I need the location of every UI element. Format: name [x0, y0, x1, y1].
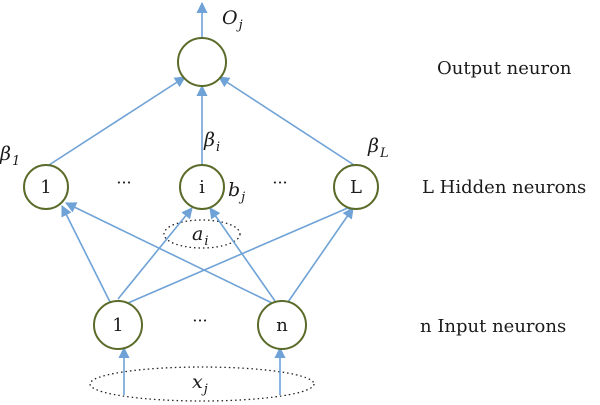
input-ellipsis: ···	[192, 311, 207, 330]
hidden-ellipsis-left: ···	[116, 173, 131, 192]
hidden-neuron-L	[333, 164, 379, 210]
edge-input1-hiddeni	[117, 207, 193, 300]
hidden-neuron-i	[179, 164, 225, 210]
output-label-oj: Oj	[222, 7, 243, 33]
beta-1-label: β1	[0, 143, 20, 169]
hidden-neuron-1	[23, 164, 69, 210]
input-group-ellipse	[89, 366, 315, 402]
hidden-ellipsis-right: ···	[272, 173, 287, 192]
edge-inputn-hiddenL	[287, 207, 354, 303]
input-layer-label: n Input neurons	[420, 316, 566, 337]
input-neuron-n-label: n	[276, 315, 288, 336]
beta-L-label: βL	[367, 135, 389, 161]
hidden-neuron-1-label: 1	[40, 177, 51, 198]
hidden-layer-label: L Hidden neurons	[422, 177, 586, 198]
output-layer-label: Output neuron	[437, 58, 572, 79]
input-neuron-1	[93, 300, 143, 350]
edge-inputn-hidden1	[64, 202, 273, 304]
output-neuron	[177, 37, 227, 87]
bias-bj-label: bj	[228, 179, 245, 205]
input-neuron-1-label: 1	[112, 315, 123, 336]
edge-input1-hidden1	[61, 204, 111, 303]
input-xj-label: xj	[192, 371, 208, 397]
edge-hidden1-output	[48, 76, 186, 166]
beta-i-label: βi	[203, 129, 220, 155]
edge-inputn-hiddeni	[209, 207, 276, 302]
input-neuron-n	[257, 300, 307, 350]
hidden-neuron-L-label: L	[350, 177, 362, 198]
weight-group-ellipse	[163, 219, 241, 249]
weight-ai-label: ai	[192, 223, 209, 249]
hidden-neuron-i-label: i	[199, 177, 205, 198]
edge-hiddenL-output	[218, 76, 355, 166]
